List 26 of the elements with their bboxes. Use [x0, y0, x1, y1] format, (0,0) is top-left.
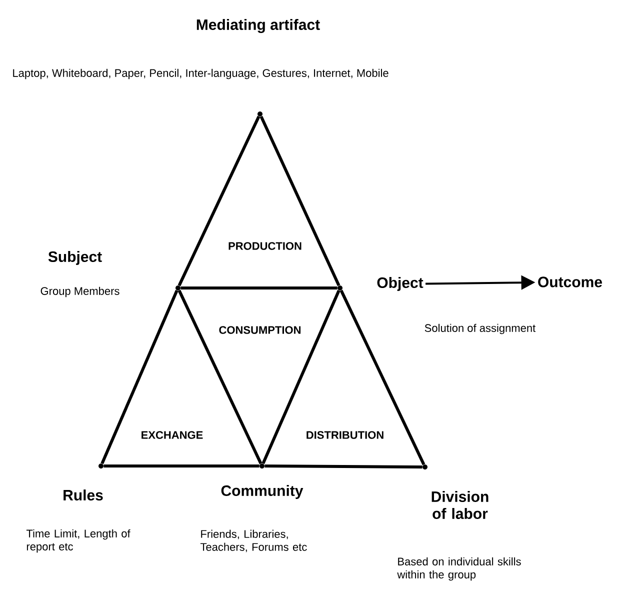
description: Laptop, Whiteboard, Paper, Pencil, Inter-language, Gestures, Internet, Mobile — [13, 68, 388, 80]
triangle-side — [104, 464, 260, 468]
triangle-side — [178, 290, 262, 464]
triangle-side — [180, 286, 338, 290]
triangle-side — [264, 464, 422, 468]
triangle-side — [260, 116, 340, 286]
vertex-label: Object — [377, 277, 424, 291]
vertex-heading: Division of labor — [432, 490, 488, 519]
vertex-heading: Community — [221, 485, 304, 499]
description: Group Members — [40, 286, 120, 298]
vertex-heading: Mediating artifact — [196, 18, 320, 34]
vertex-heading: Rules — [64, 489, 103, 500]
triangle-side — [100, 290, 178, 464]
vertex-label: Outcome — [538, 276, 602, 288]
region-label: CONSUMPTION — [219, 326, 300, 334]
vertex-heading: Subject — [48, 251, 102, 265]
description: Solution of assignment — [424, 324, 536, 334]
region-label: PRODUCTION — [228, 242, 302, 250]
region-label: EXCHANGE — [142, 431, 203, 439]
description: Based on individual skills within the group — [397, 557, 521, 581]
description: Friends, Libraries, Teachers, Forums etc — [200, 530, 307, 552]
triangle-side — [340, 290, 426, 466]
region-label: DISTRIBUTION — [306, 431, 384, 439]
triangle-side — [178, 116, 260, 286]
description: Time Limit, Length of report etc — [26, 529, 130, 553]
triangle-side — [262, 290, 340, 464]
